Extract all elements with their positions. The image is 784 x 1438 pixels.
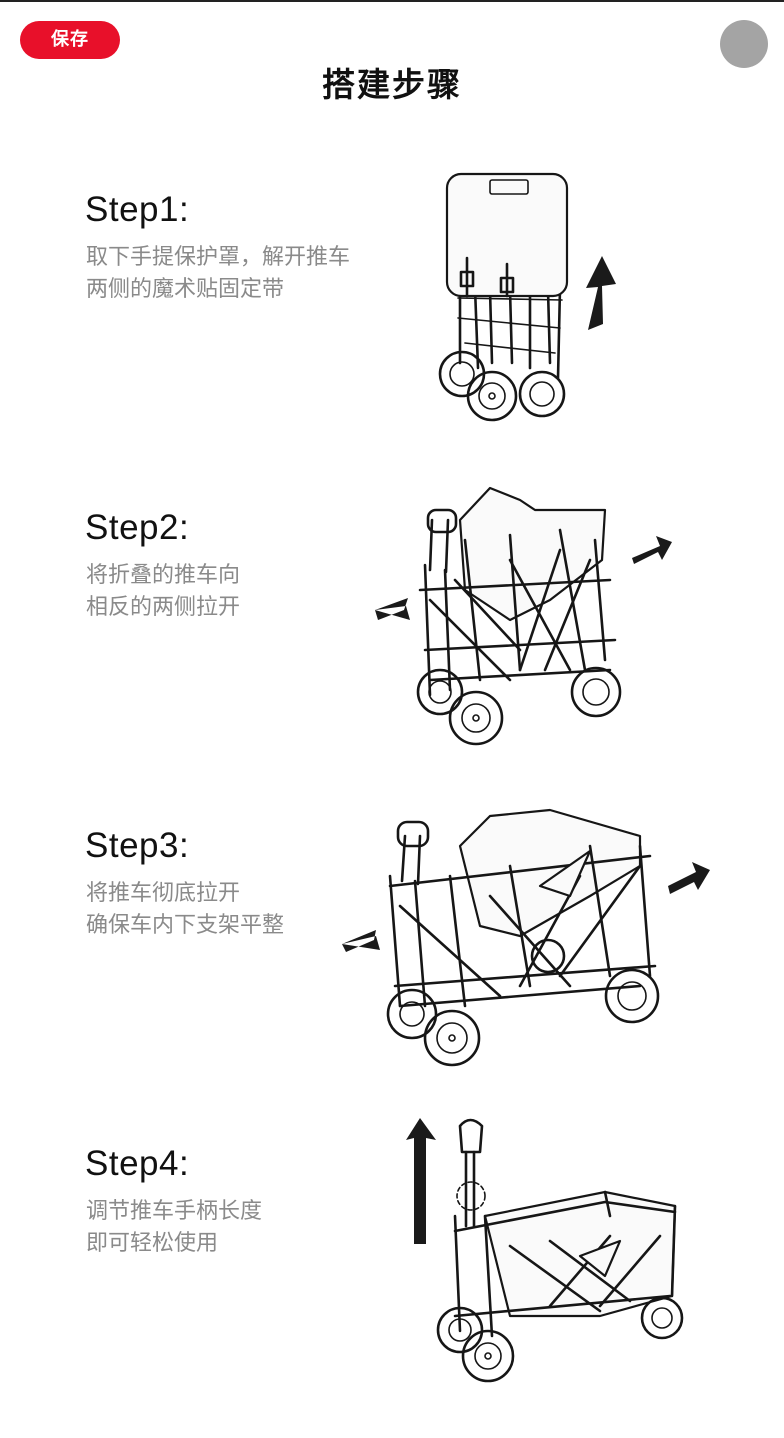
step-4-label: Step4:: [85, 1144, 190, 1183]
step-4-desc-line-1: 调节推车手柄长度: [86, 1199, 263, 1224]
step-1-description: 取下手提保护罩，解开推车 两侧的魔术贴固定带: [86, 242, 386, 306]
step-1-desc-line-2: 两侧的魔术贴固定带: [86, 277, 285, 302]
step-2-desc-line-2: 相反的两侧拉开: [86, 595, 241, 620]
arrow-left-icon: [342, 930, 380, 952]
step-2-description: 将折叠的推车向 相反的两侧拉开: [86, 560, 386, 624]
arrow-up-icon: [586, 256, 616, 330]
arrow-left-icon: [375, 598, 410, 620]
cover-handle: [489, 179, 529, 195]
extended-handle: [456, 1118, 486, 1228]
step-3-description: 将推车彻底拉开 确保车内下支架平整: [86, 878, 386, 942]
step-2-desc-line-1: 将折叠的推车向: [86, 563, 241, 588]
step-2-label: Step2:: [85, 508, 190, 547]
handle-grip: [458, 1118, 484, 1154]
wheels: [416, 666, 622, 746]
velcro-straps: [459, 256, 515, 298]
wheels: [436, 1296, 684, 1383]
folded-frame: [457, 286, 563, 380]
step-3-desc-line-2: 确保车内下支架平整: [86, 913, 285, 938]
step-1-label: Step1:: [85, 190, 190, 229]
top-divider: [0, 0, 784, 2]
step-1-desc-line-1: 取下手提保护罩，解开推车: [86, 245, 351, 270]
save-button[interactable]: 保存: [20, 21, 120, 59]
handle-grip: [396, 820, 430, 848]
step-4-desc-line-2: 即可轻松使用: [86, 1231, 219, 1256]
step-4-ready-wagon-illustration: [406, 1118, 684, 1383]
page-title: 搭建步骤: [322, 65, 462, 104]
step-3-fully-open-wagon-illustration: [342, 808, 710, 1067]
handle-grip: [426, 508, 458, 534]
arrow-right-icon: [632, 536, 672, 564]
step-4-description: 调节推车手柄长度 即可轻松使用: [86, 1196, 386, 1260]
menu-button[interactable]: [720, 20, 768, 68]
wheels: [438, 350, 566, 422]
step-2-half-open-wagon-illustration: [375, 486, 672, 746]
arrow-up-icon: [406, 1118, 436, 1244]
wagon-body: [453, 1190, 677, 1338]
step-1-folded-wagon-illustration: [438, 172, 616, 422]
wagon-body: [388, 808, 657, 1008]
step-3-desc-line-1: 将推车彻底拉开: [86, 881, 241, 906]
arrow-right-icon: [668, 862, 710, 894]
wagon-body: [418, 486, 617, 697]
wheels: [386, 938, 660, 1067]
step-3-label: Step3:: [85, 826, 190, 865]
